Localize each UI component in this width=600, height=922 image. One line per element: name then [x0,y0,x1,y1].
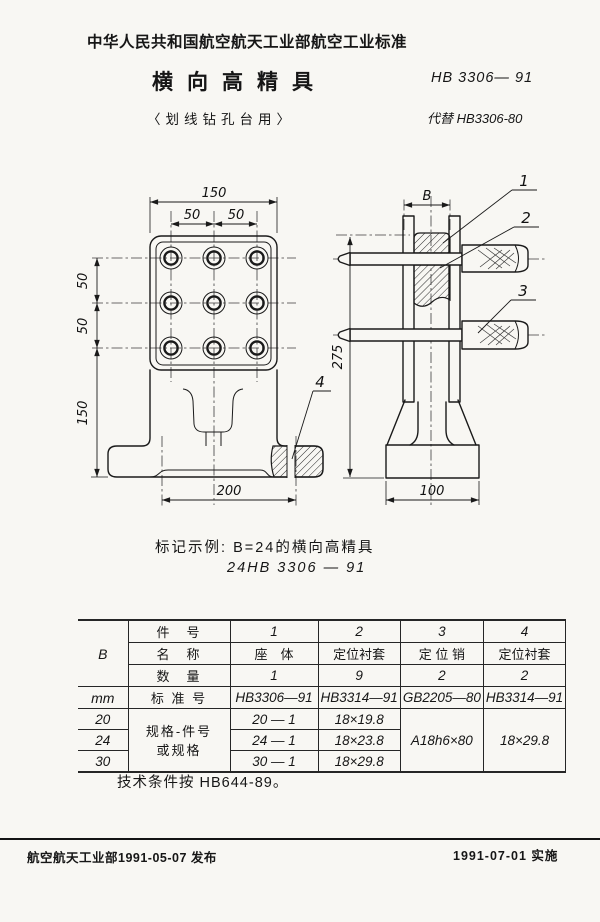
mounting-plate [149,235,278,371]
part-name-3: 定 位 销 [399,642,484,665]
hole-grid [159,246,269,360]
qty-1: 1 [229,664,319,687]
spec-c2-30: 18×29.8 [317,750,401,773]
dim-hole-pitch-v2: 50 [76,318,91,335]
spec-c3: A18h6×80 [399,708,484,773]
plate-edge-strips [402,215,461,403]
size-20: 20 [78,708,129,730]
standard-4: HB3314—91 [482,686,567,709]
table-row-standard: mm 标 准 号 HB3306—91 HB3314—91 GB2205—80 H… [78,686,567,709]
table-row-size-24: 24 24 — 1 18×23.8 [78,729,566,751]
spec-label-line2: 或规格 [156,743,202,758]
callout-4: 4 [315,373,325,391]
marking-example-text: B=24的横向高精具 [233,540,375,556]
dim-base-pitch: 200 [217,484,242,499]
marking-example-line2: 24HB 3306 — 91 [227,560,367,576]
part-no-1: 1 [229,619,319,643]
footer-issued: 航空航天工业部1991-05-07 发布 [27,851,217,865]
param-cell: B [78,619,129,687]
spec-c1-30: 30 — 1 [229,750,319,773]
unit-cell: mm [78,686,129,709]
part-no-4: 4 [482,619,567,643]
dim-width-param: B [423,189,432,204]
part-no-2: 2 [317,619,401,643]
row-label-name: 名 称 [127,642,231,665]
replaces-note: 代替 HB3306-80 [427,111,523,126]
callout-3: 3 [518,282,528,300]
callout-2: 2 [521,209,531,227]
spec-c2-20: 18×19.8 [317,708,401,730]
dim-total-height: 275 [331,345,346,370]
row-label-qty: 数 量 [127,664,231,687]
size-30: 30 [78,750,129,773]
table-row-size-30: 30 30 — 1 18×29.8 [78,750,566,773]
table-row-part-no: B 件 号 1 2 3 4 [78,619,567,687]
footer-rule [0,838,600,840]
marking-example-line1: 标记示例: B=24的横向高精具 [155,536,374,557]
spec-label-line1: 规格-件号 [145,724,213,739]
qty-2: 9 [317,664,401,687]
bushing-section-hatch [413,232,451,307]
footer-effective: 1991-07-01 实施 [453,849,559,863]
row-label-spec: 规格-件号 或规格 [127,708,231,773]
technical-conditions-note: 技术条件按 HB644-89。 [117,775,289,791]
page-title: 横向高精具 [152,71,327,94]
parts-table: B 件 号 1 2 3 4 名 称 座 体 定位衬套 定 位 销 定位衬套 数 … [78,619,567,773]
column-and-base [385,399,480,479]
spec-c1-20: 20 — 1 [229,708,319,730]
base-bushing-section-hatch [270,445,324,478]
spec-c1-24: 24 — 1 [229,729,319,751]
technical-drawing: 150 50 50 50 50 150 200 4 [76,172,546,508]
front-view-dimensions: 150 50 50 50 50 150 200 4 [76,186,331,503]
dim-plate-width: 150 [202,186,227,201]
callout-1: 1 [519,172,529,190]
locating-pin-bottom [337,320,529,350]
front-view: 150 50 50 50 50 150 200 4 [76,186,331,507]
dim-hole-pitch-h2: 50 [228,208,245,223]
spec-c4: 18×29.8 [482,708,567,773]
table-row-qty: 数 量 1 9 2 2 [78,664,567,687]
part-name-1: 座 体 [229,642,319,665]
row-label-standard: 标 准 号 [127,686,231,709]
standard-3: GB2205—80 [399,686,484,709]
side-view-dimensions: B 275 100 1 2 3 [331,172,539,505]
dim-base-width: 100 [420,484,445,499]
size-24: 24 [78,729,129,751]
dim-hole-pitch-v1: 50 [76,273,91,290]
qty-3: 2 [399,664,484,687]
row-label-part-no: 件 号 [127,619,231,643]
center-lines [92,211,297,507]
document-header: 中华人民共和国航空航天工业部航空工业标准 [87,34,408,51]
part-name-2: 定位衬套 [317,642,401,665]
standard-1: HB3306—91 [229,686,319,709]
dim-hole-pitch-h1: 50 [184,208,201,223]
part-name-4: 定位衬套 [482,642,567,665]
qty-4: 2 [482,664,567,687]
part-no-3: 3 [399,619,484,643]
standard-2: HB3314—91 [317,686,401,709]
standard-number: HB 3306— 91 [431,70,534,86]
dim-lower-height: 150 [76,401,91,426]
page-subtitle: 〈划线钻孔台用〉 [147,112,295,127]
marking-example-label: 标记示例: [155,540,228,556]
table-row-size-20: 20 规格-件号 或规格 20 — 1 18×19.8 A18h6×80 18×… [78,708,567,773]
spec-c2-24: 18×23.8 [317,729,401,751]
side-view: B 275 100 1 2 3 [331,172,546,508]
table-row-name: 名 称 座 体 定位衬套 定 位 销 定位衬套 [78,642,567,665]
